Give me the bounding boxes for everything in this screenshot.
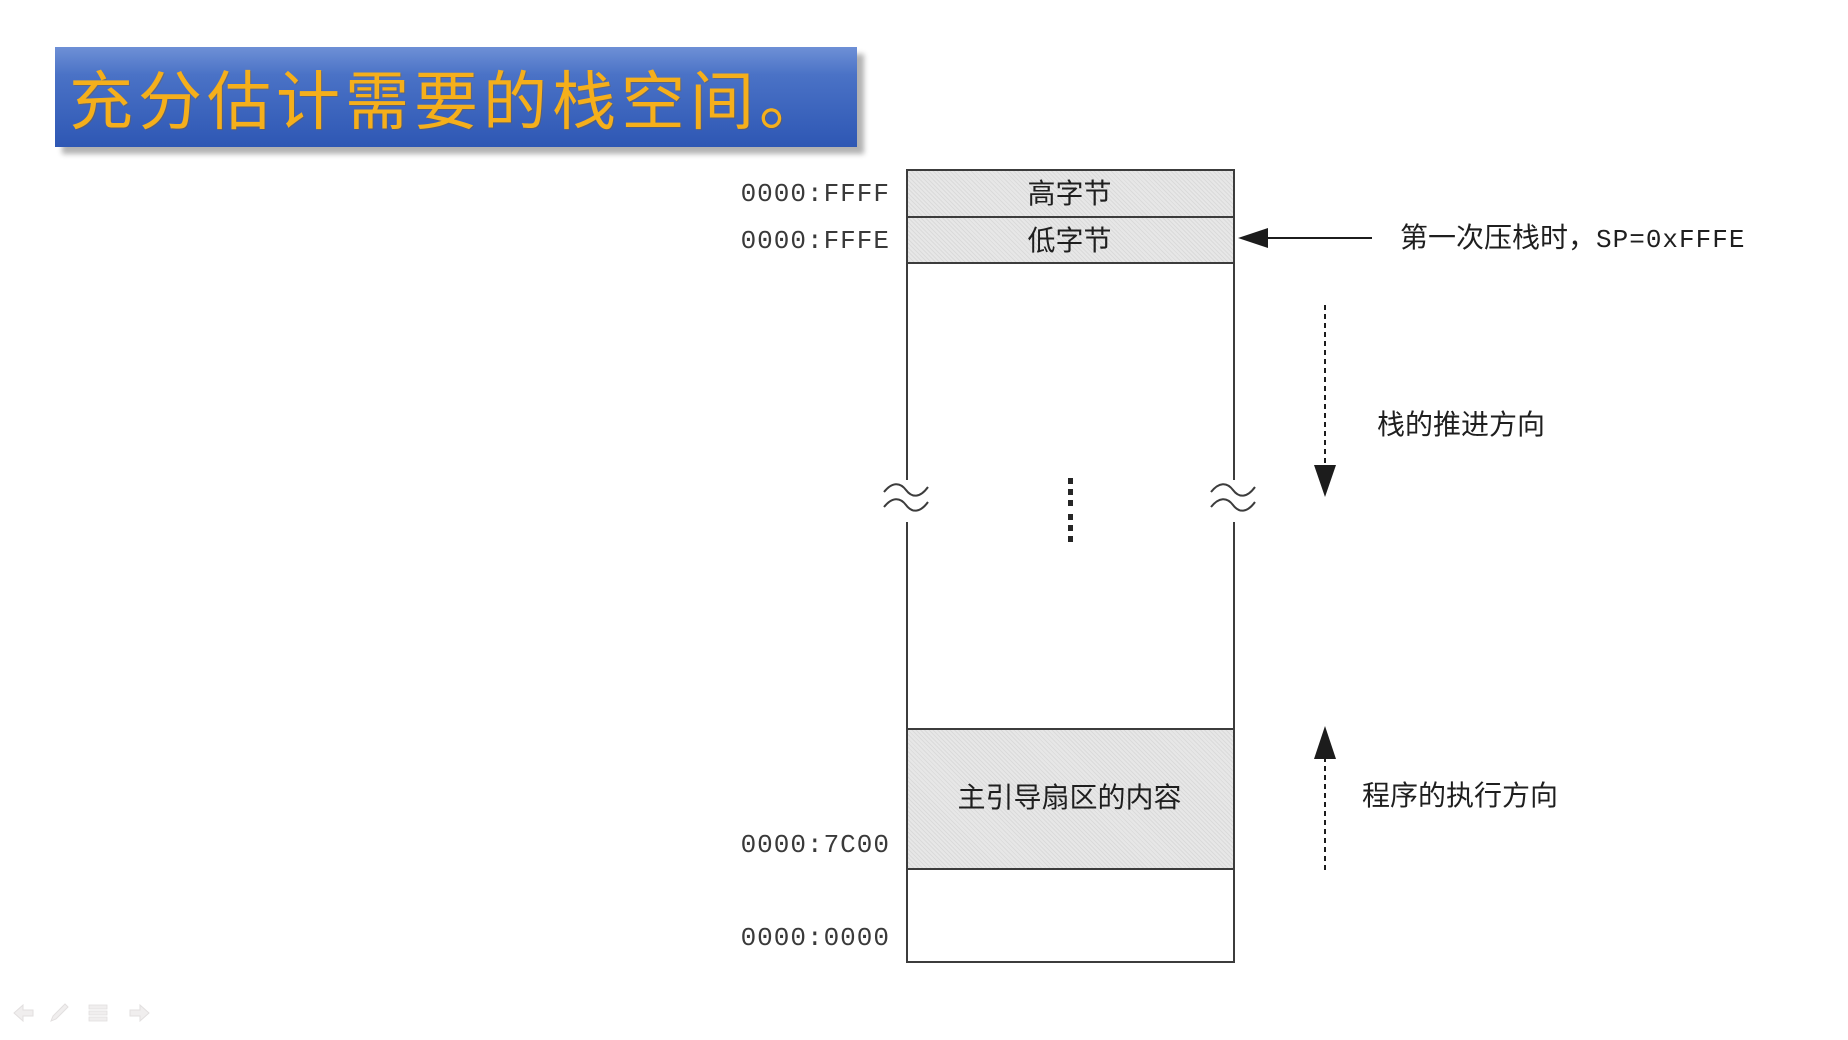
address-label-7c00: 0000:7C00: [740, 830, 890, 860]
presenter-controls: [0, 998, 200, 1032]
row-divider-2: [906, 262, 1235, 264]
boot-sector-top-border: [906, 728, 1235, 730]
page-title: 充分估计需要的栈空间。: [69, 66, 828, 138]
left-border-lower: [906, 512, 908, 963]
stack-direction-label: 栈的推进方向: [1377, 408, 1546, 441]
left-border-upper: [906, 169, 908, 488]
previous-slide-icon[interactable]: [12, 1001, 36, 1025]
up-arrow-icon: [1314, 726, 1336, 874]
address-label-ffff: 0000:FFFF: [740, 179, 890, 209]
column-top-border: [906, 169, 1235, 171]
row-divider-1: [906, 216, 1235, 218]
right-border-lower: [1233, 512, 1235, 963]
boot-sector-label: 主引导扇区的内容: [957, 781, 1182, 814]
program-direction-label: 程序的执行方向: [1362, 779, 1559, 812]
vertical-ellipsis-icon: [1068, 514, 1073, 542]
boot-sector-cell: [906, 729, 1233, 869]
first-push-annotation: 第一次压栈时，SP=0xFFFE: [1400, 222, 1745, 256]
address-label-fffe: 0000:FFFE: [740, 226, 890, 256]
slide-title-banner: 充分估计需要的栈空间。: [55, 47, 857, 147]
sp-value-text: SP=0xFFFE: [1596, 225, 1746, 255]
right-border-upper: [1233, 169, 1235, 488]
low-byte-label: 低字节: [1027, 224, 1112, 257]
next-slide-icon[interactable]: [127, 1001, 151, 1025]
high-byte-label: 高字节: [1027, 177, 1112, 210]
address-label-0000: 0000:0000: [740, 923, 890, 953]
low-byte-cell: [906, 217, 1233, 263]
slide-menu-icon[interactable]: [86, 1001, 110, 1025]
break-mark-right-icon: [1210, 480, 1256, 522]
left-arrow-icon: [1238, 228, 1372, 248]
first-push-text: 第一次压栈时，: [1400, 221, 1597, 254]
down-arrow-icon: [1314, 305, 1336, 497]
high-byte-cell: [906, 170, 1233, 217]
pen-tool-icon[interactable]: [47, 1001, 71, 1025]
column-bottom-border: [906, 961, 1235, 963]
boot-sector-bottom-border: [906, 868, 1235, 870]
break-mark-left-icon: [883, 480, 929, 522]
vertical-ellipsis-icon: [1068, 478, 1073, 506]
